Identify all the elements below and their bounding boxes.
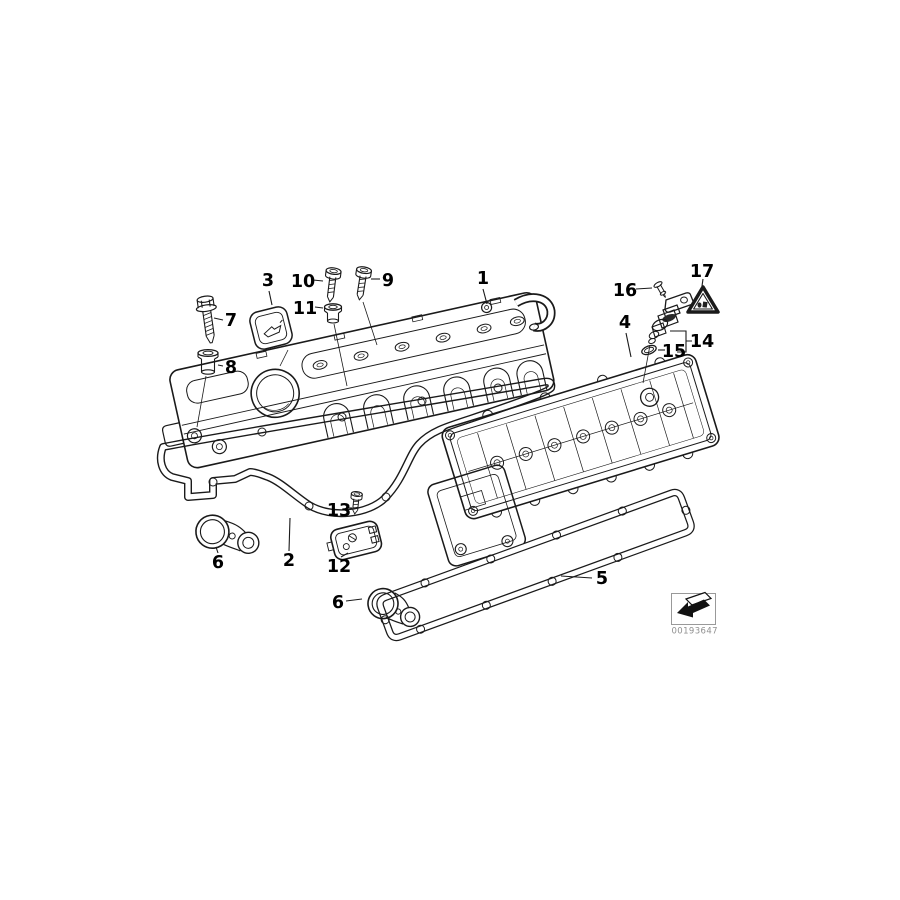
callout-15[interactable]: 15 [662, 342, 686, 362]
callout-labels: 1 2 3 4 5 6 6 7 8 9 10 11 12 13 14 15 16… [212, 262, 714, 613]
cable-cover-12 [326, 520, 383, 561]
camshaft-sensor-assembly [641, 281, 694, 384]
leader-lines [213, 278, 704, 602]
oil-filler-cap [249, 306, 293, 350]
sensor-screw-16 [653, 281, 667, 298]
callout-4[interactable]: 4 [619, 313, 631, 333]
callout-12[interactable]: 12 [327, 557, 351, 577]
micro-screw-13 [350, 491, 363, 515]
callout-8[interactable]: 8 [225, 358, 237, 378]
vent-hose [513, 293, 556, 332]
valve-cover-gasket-right [376, 488, 695, 642]
sleeve-bushing-8 [196, 348, 219, 428]
callout-14[interactable]: 14 [690, 332, 714, 352]
image-id: 00193647 [672, 627, 718, 637]
torx-screw-10 [324, 267, 342, 303]
warning-label-17 [686, 285, 720, 314]
alignment-guide-lines [333, 301, 378, 387]
valve-cover-left [161, 291, 555, 469]
callout-5[interactable]: 5 [596, 569, 608, 589]
torx-screw-9 [355, 266, 373, 301]
image-id-box: 00193647 [671, 591, 718, 637]
callout-7[interactable]: 7 [225, 311, 237, 331]
callout-9[interactable]: 9 [382, 271, 394, 291]
hex-bolt [195, 295, 217, 344]
callout-17[interactable]: 17 [690, 262, 714, 282]
callout-10[interactable]: 10 [291, 272, 315, 292]
callout-1[interactable]: 1 [477, 269, 489, 289]
back-arrow-icon[interactable] [677, 591, 713, 618]
callout-3[interactable]: 3 [262, 271, 274, 291]
callout-11[interactable]: 11 [293, 299, 317, 319]
callout-13[interactable]: 13 [327, 501, 351, 521]
callout-6-rear[interactable]: 6 [332, 593, 344, 613]
valve-cover-gasket-left [156, 377, 556, 518]
callout-6-front[interactable]: 6 [212, 553, 224, 573]
callout-16[interactable]: 16 [613, 281, 637, 301]
sensor-o-ring-15 [641, 344, 657, 356]
callout-2[interactable]: 2 [283, 551, 295, 571]
cap-guide-line [279, 349, 289, 367]
spectacle-gasket-front [195, 514, 260, 555]
spectacle-gasket-rear [367, 587, 421, 628]
valve-cover-right [427, 353, 720, 567]
grommet-11 [323, 303, 343, 324]
